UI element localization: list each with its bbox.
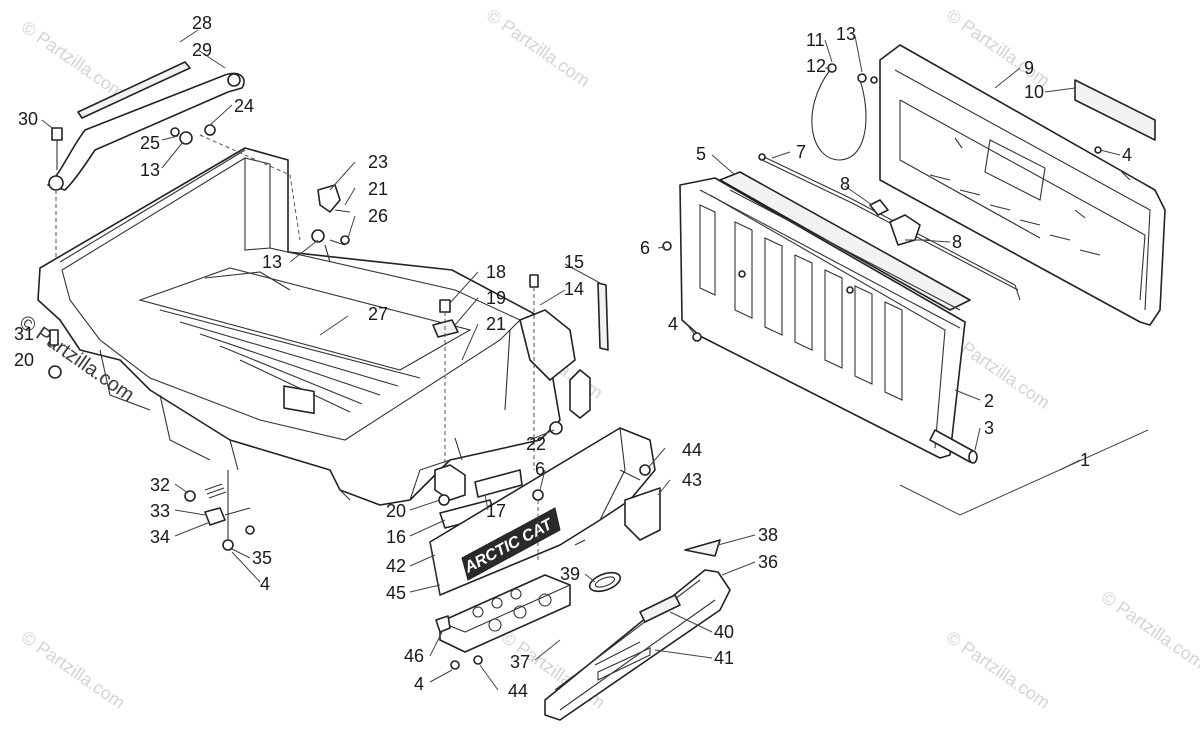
callout-label: 6 [640,238,650,258]
callout-label: 13 [262,252,282,272]
cargo-box [37,147,576,506]
callout-label: 4 [668,314,678,334]
callout-label: 14 [564,279,584,299]
callout-label: 13 [140,160,160,180]
callout-label: 8 [840,174,850,194]
callout-label: 28 [192,13,212,33]
callout-label: 24 [234,96,254,116]
callout-label: 5 [696,144,706,164]
callout-label: 26 [368,206,388,226]
skid-plate [435,574,571,670]
callout-label: 37 [510,652,530,672]
callout-label: 19 [486,288,506,308]
trim-strip-15 [597,282,609,351]
callout-label: 7 [796,142,806,162]
assembly-bracket-1 [899,429,1149,516]
callout-label: 30 [18,109,38,129]
callout-label: 21 [368,179,388,199]
callout-label: 38 [758,525,778,545]
bolt-31-20 [48,329,62,379]
callout-label: 18 [486,262,506,282]
latch-bracket [311,184,351,263]
rear-bumper [544,539,731,721]
callout-label: 1 [1080,450,1090,470]
watermark: © Partzilla.com [18,627,129,713]
grab-bar [47,61,245,260]
callout-label: 4 [1122,145,1132,165]
callout-label: 39 [560,564,580,584]
callout-label: 32 [150,475,170,495]
callout-label: 6 [535,459,545,479]
callout-labels: 28 29 24 30 25 13 23 21 26 13 27 18 19 2… [14,13,1132,701]
callout-label: 21 [486,314,506,334]
callout-label: 11 [806,30,825,50]
tailgate-inner-rail [719,171,971,311]
callout-label: 8 [952,232,962,252]
bolt-30 [51,127,63,170]
mud-flap-43 [624,487,661,541]
warning-decal-10 [1074,79,1156,141]
watermark: © Partzilla.com [18,17,129,103]
callout-label: 40 [714,622,734,642]
washers-front [532,464,651,560]
callout-label: 46 [404,646,424,666]
callout-label: 41 [714,648,734,668]
callout-label: 20 [386,501,406,521]
callout-label: 10 [1024,82,1044,102]
callout-label: 31 [14,324,34,344]
callout-label: 17 [486,501,506,521]
watermark: © Partzilla.com [943,627,1054,713]
callout-label: 36 [758,552,778,572]
leader-lines [41,29,1121,691]
callout-label: 20 [14,350,34,370]
callout-label: 25 [140,133,160,153]
callout-label: 23 [368,152,388,172]
callout-label: 12 [806,56,826,76]
callout-label: 9 [1024,58,1034,78]
callout-label: 43 [682,470,702,490]
watermark: © Partzilla.com [1098,587,1200,673]
watermark: © Partzilla.com [483,5,594,91]
hinge-rod [929,429,978,464]
callout-label: 27 [368,304,388,324]
mounting-plate-stack [432,299,523,529]
bolt-21-center [529,274,539,470]
tailgate-cable [811,63,878,161]
callout-label: 16 [386,527,406,547]
tailgate-inner-cover [879,44,1166,326]
callout-label: 4 [260,574,270,594]
latch-rod [758,153,1021,301]
callout-label: 44 [682,440,702,460]
callout-label: 29 [192,40,212,60]
clip-22 [549,369,591,435]
callout-label: 44 [508,681,528,701]
callout-label: 22 [526,434,546,454]
tailgate-fasteners [662,146,1102,342]
tailgate-outer [679,177,966,459]
callout-label: 15 [564,252,584,272]
callout-label: 35 [252,548,272,568]
callout-label: 33 [150,501,170,521]
callout-label: 2 [984,391,994,411]
callout-label: 3 [984,418,994,438]
callout-label: 13 [836,24,856,44]
spring-latch-assembly [184,470,255,551]
callout-label: 45 [386,583,406,603]
latch-mechanism [869,199,930,246]
callout-label: 34 [150,527,170,547]
callout-label: 4 [414,674,424,694]
callout-label: 42 [386,556,406,576]
